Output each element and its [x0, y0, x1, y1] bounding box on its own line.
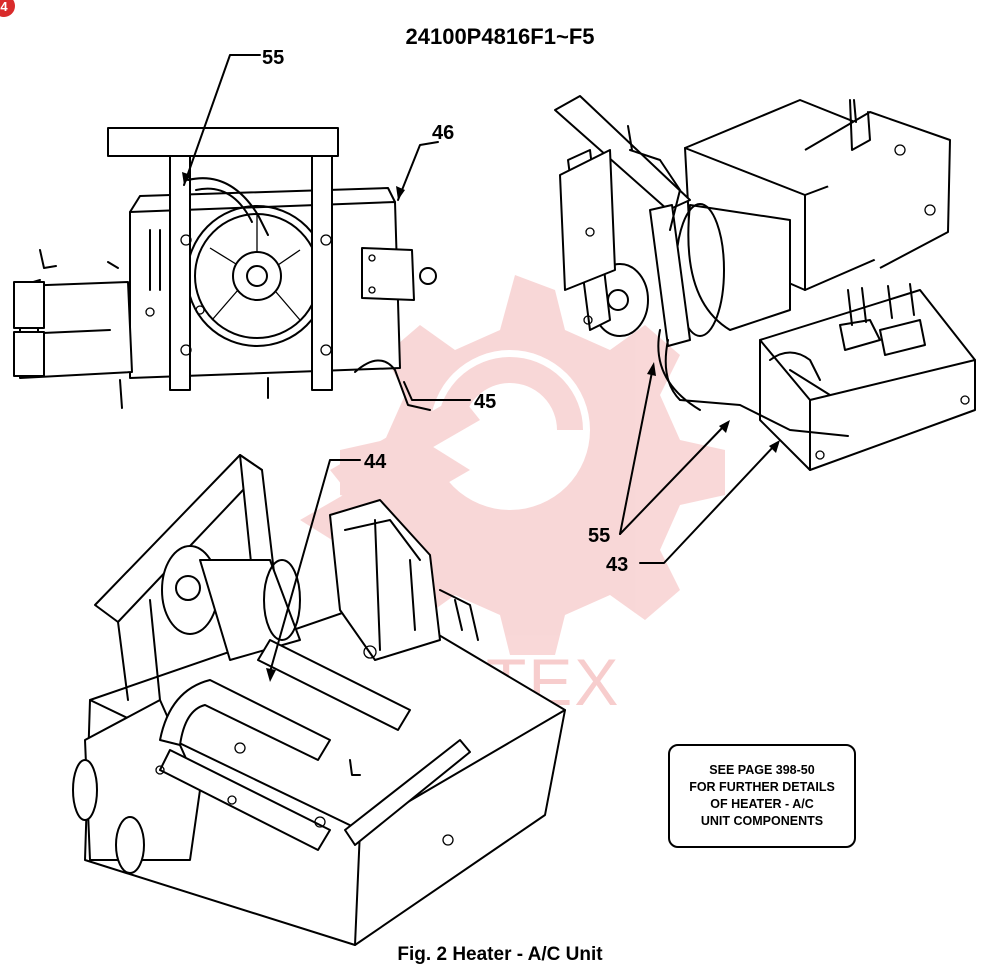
heater-unit-front-view — [13, 127, 437, 411]
leader-lines — [182, 54, 780, 682]
note-line: UNIT COMPONENTS — [700, 814, 824, 828]
callout-55-right: 55 — [588, 525, 610, 547]
figure-caption: Fig. 2 Heater - A/C Unit — [397, 944, 603, 965]
note-line: SEE PAGE 398-50 — [709, 763, 815, 777]
note-line: FOR FURTHER DETAILS — [689, 780, 835, 794]
callout-45: 45 — [474, 391, 496, 413]
callout-55-top: 55 — [262, 47, 284, 69]
diagram-title: 24100P4816F1~F5 — [405, 24, 595, 49]
reference-note-box: SEE PAGE 398-50 FOR FURTHER DETAILS OF H… — [668, 744, 856, 848]
callout-43: 43 — [606, 554, 628, 576]
callout-46: 46 — [432, 122, 454, 144]
svg-text:4: 4 — [0, 0, 8, 14]
heater-unit-underside-view — [72, 454, 566, 946]
page-marker: 4 — [0, 0, 15, 17]
watermark-logo — [300, 275, 725, 655]
heater-unit-iso-view — [554, 95, 976, 471]
callout-44: 44 — [364, 451, 387, 473]
note-line: OF HEATER - A/C — [710, 797, 814, 811]
